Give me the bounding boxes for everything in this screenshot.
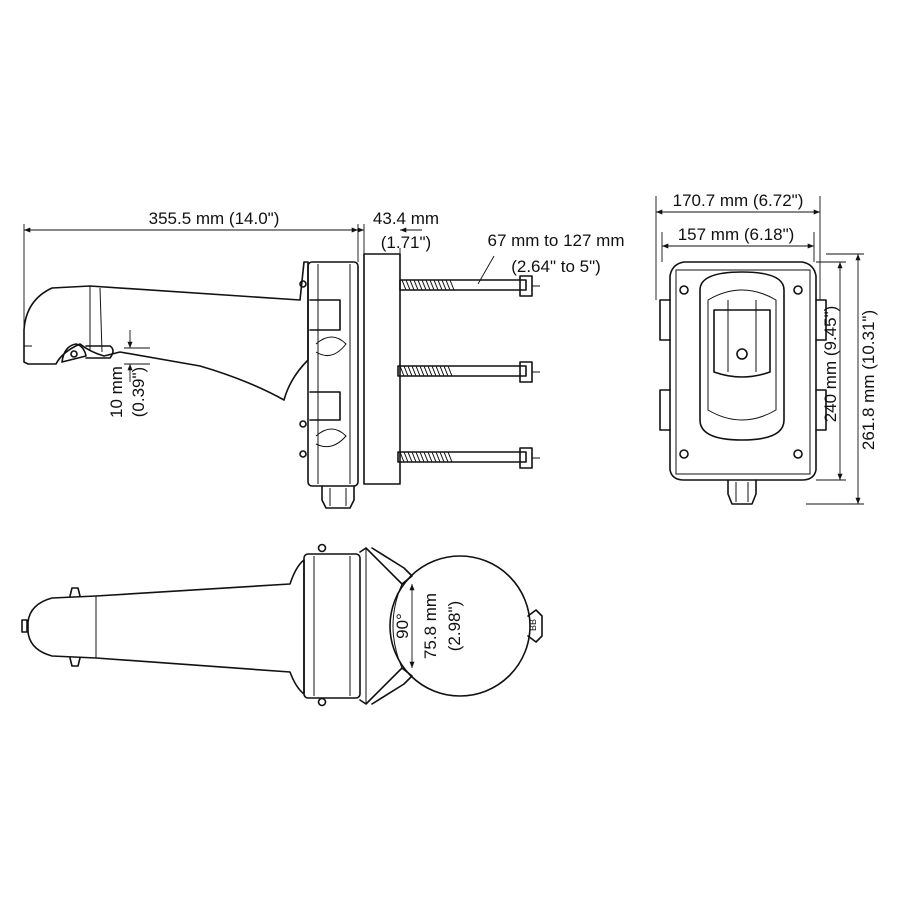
pole-strap-middle xyxy=(397,361,540,383)
cable-gland-side xyxy=(321,485,355,509)
angle-label: 90° xyxy=(393,613,412,639)
arm-outline xyxy=(23,261,309,401)
pole-depth-mm-label: 75.8 mm xyxy=(421,593,440,659)
box-depth-in-label: (1.71") xyxy=(381,233,431,252)
arm-clip xyxy=(61,343,87,363)
arm-top-outline xyxy=(27,559,305,695)
inner-height-label: 240 mm (9.45") xyxy=(821,306,840,423)
outer-height-label: 261.8 mm (10.31") xyxy=(859,310,878,450)
pole-depth-in-label: (2.98") xyxy=(445,601,464,651)
pole-strap-bottom xyxy=(397,447,540,469)
junction-box-top xyxy=(303,553,361,699)
side-view xyxy=(23,224,540,509)
pole-section xyxy=(389,555,531,697)
pole-strap-top xyxy=(399,275,540,297)
offset-in-label: (0.39") xyxy=(129,367,148,417)
outer-width-label: 170.7 mm (6.72") xyxy=(673,191,804,210)
strap-range-mm-label: 67 mm to 127 mm xyxy=(488,231,625,250)
box-depth-mm-label: 43.4 mm xyxy=(373,209,439,228)
arm-length-label: 355.5 mm (14.0") xyxy=(149,209,280,228)
front-view xyxy=(655,196,864,505)
pole-adapter-side xyxy=(363,253,401,485)
offset-mm-label: 10 mm xyxy=(107,366,126,418)
top-view: BB xyxy=(21,543,543,707)
svg-text:BB: BB xyxy=(528,619,538,631)
junction-box-side xyxy=(307,261,359,487)
strap-range-in-label: (2.64" to 5") xyxy=(511,257,601,276)
inner-width-label: 157 mm (6.18") xyxy=(678,225,795,244)
junction-box-front xyxy=(669,261,817,481)
cable-gland-front xyxy=(727,479,757,505)
